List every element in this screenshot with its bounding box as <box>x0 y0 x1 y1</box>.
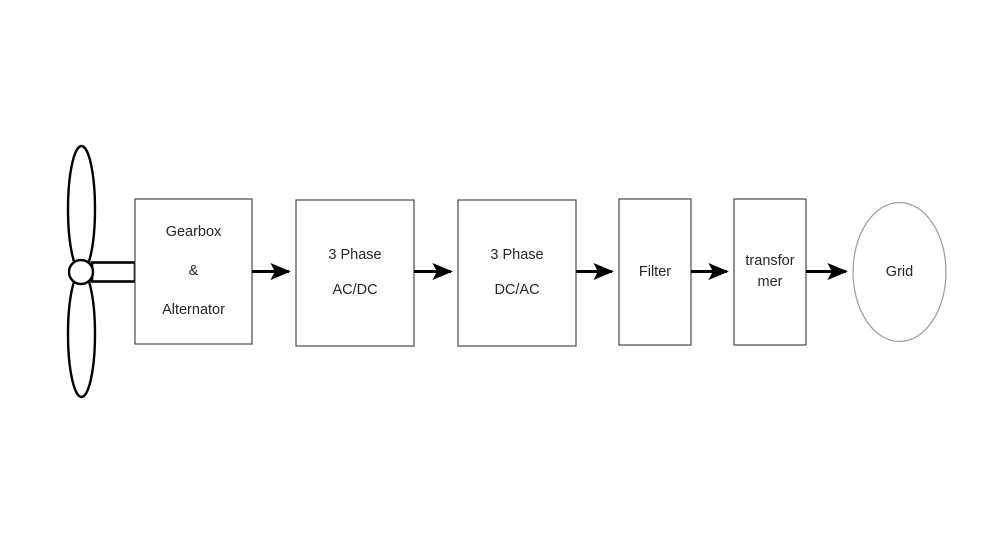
wind-turbine-group <box>66 144 137 399</box>
transformer-block[interactable] <box>733 198 807 346</box>
three-phase-dc-ac-block[interactable] <box>457 199 577 347</box>
turbine-nacelle-shaft <box>90 261 137 283</box>
filter-block[interactable] <box>618 198 692 346</box>
three-phase-ac-dc-block[interactable] <box>295 199 415 347</box>
turbine-blade-lower-icon <box>66 269 97 399</box>
gearbox-alternator-block[interactable] <box>134 198 253 345</box>
turbine-hub-icon <box>67 258 95 286</box>
turbine-blade-upper-icon <box>66 144 97 274</box>
grid-ellipse[interactable] <box>852 201 947 343</box>
